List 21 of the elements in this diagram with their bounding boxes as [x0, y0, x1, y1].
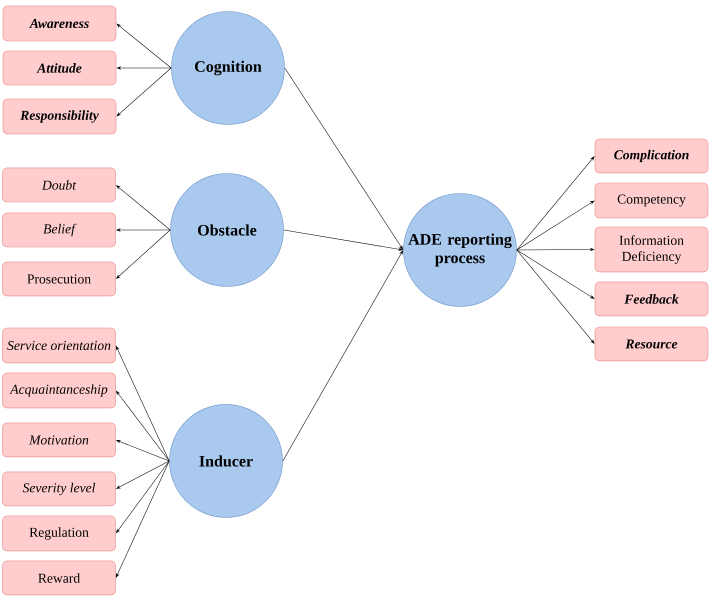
factor-box: Attitude [2, 50, 116, 86]
arrow [116, 460, 170, 578]
factor-box: Feedback [594, 282, 708, 316]
factor-box: Resource [594, 326, 708, 362]
factor-box: Awareness [2, 6, 116, 42]
factor-box: Reward [2, 560, 116, 596]
arrow [284, 68, 404, 250]
factor-box: Complication [594, 138, 708, 174]
factor-box: Motivation [2, 422, 116, 458]
factor-box: Prosecution [2, 262, 116, 296]
factor-box: Doubt [2, 168, 116, 202]
factor-box: Severity level [2, 472, 116, 506]
arrow [282, 250, 404, 462]
arrow [116, 346, 170, 462]
factor-box: Acquaintanceship [2, 372, 116, 408]
factor-box: Regulation [2, 516, 116, 552]
factor-box: Competency [594, 182, 708, 218]
factor-box: Service orientation [2, 328, 116, 364]
factor-box: Belief [2, 212, 116, 248]
factor-box: Information Deficiency [594, 226, 708, 272]
factor-box: Responsibility [2, 98, 116, 134]
